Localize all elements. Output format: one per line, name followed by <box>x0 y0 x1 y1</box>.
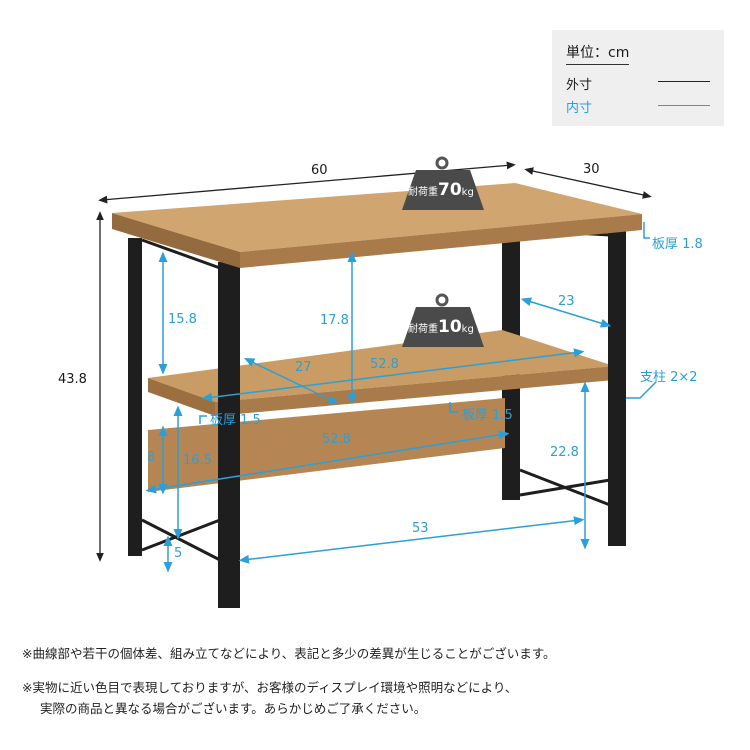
weight-icon <box>402 156 484 347</box>
dim-panel-bottom-gap: 5 <box>174 546 183 561</box>
dim-shelf-width: 52.8 <box>370 357 399 372</box>
dim-width: 60 <box>311 163 328 178</box>
shelf-thickness-label: 板厚 1.5 <box>462 408 513 423</box>
tabletop-side <box>112 213 240 268</box>
outer-legend-label: 外寸 <box>566 78 593 93</box>
tabletop-front <box>240 214 642 268</box>
unit-label: 単位：cm <box>566 42 630 65</box>
shelf-load-unit: kg <box>461 324 474 335</box>
inner-legend-label: 内寸 <box>566 101 593 116</box>
outer-arrow-icon <box>658 81 710 82</box>
note-2: ※実物に近い色目で表現しておりますが、お客様のディスプレイ環境や照明などにより、 <box>22 680 518 695</box>
top-load-badge: 耐荷重70kg <box>408 180 474 200</box>
leg-back-left <box>128 238 142 556</box>
note-1: ※曲線部や若干の個体差、組み立てなどにより、表記と多少の差異が生じることがござい… <box>22 646 556 661</box>
unit-legend: 単位：cm 外寸 内寸 <box>552 30 724 126</box>
post-size-label: 支柱 2×2 <box>640 370 698 385</box>
dim-panel-height: 8 <box>147 450 156 465</box>
dim-shelf-height: 22.8 <box>550 445 579 460</box>
panel-thickness-label: 板厚 1.5 <box>210 413 261 428</box>
dim-bottom-width: 53 <box>412 521 429 536</box>
top-load-label: 耐荷重 <box>408 187 438 198</box>
dim-panel-width: 52.8 <box>322 432 351 447</box>
top-load-value: 70 <box>438 180 462 200</box>
inner-arrow-icon <box>658 105 710 106</box>
dim-shelf-depth: 27 <box>295 360 312 375</box>
top-load-unit: kg <box>461 187 474 198</box>
shelf-load-value: 10 <box>438 317 462 337</box>
top-thickness-label: 板厚 1.8 <box>652 237 703 252</box>
shelf-side <box>148 378 215 416</box>
leg-front-right <box>608 226 626 546</box>
shelf-load-label: 耐荷重 <box>408 324 438 335</box>
dim-inner-depth: 23 <box>558 294 575 309</box>
note-3: 実際の商品と異なる場合がございます。あらかじめご了承ください。 <box>40 701 427 716</box>
leg-front-left <box>218 262 240 608</box>
dim-depth: 30 <box>583 162 600 177</box>
dim-top-clearance-left: 15.8 <box>168 312 197 327</box>
shelf-load-badge: 耐荷重10kg <box>408 317 474 337</box>
dim-panel-top-height: 16.5 <box>183 453 212 468</box>
dim-height: 43.8 <box>58 372 87 387</box>
dim-top-clearance-center: 17.8 <box>320 313 349 328</box>
inner-dimension-lines <box>145 222 657 573</box>
